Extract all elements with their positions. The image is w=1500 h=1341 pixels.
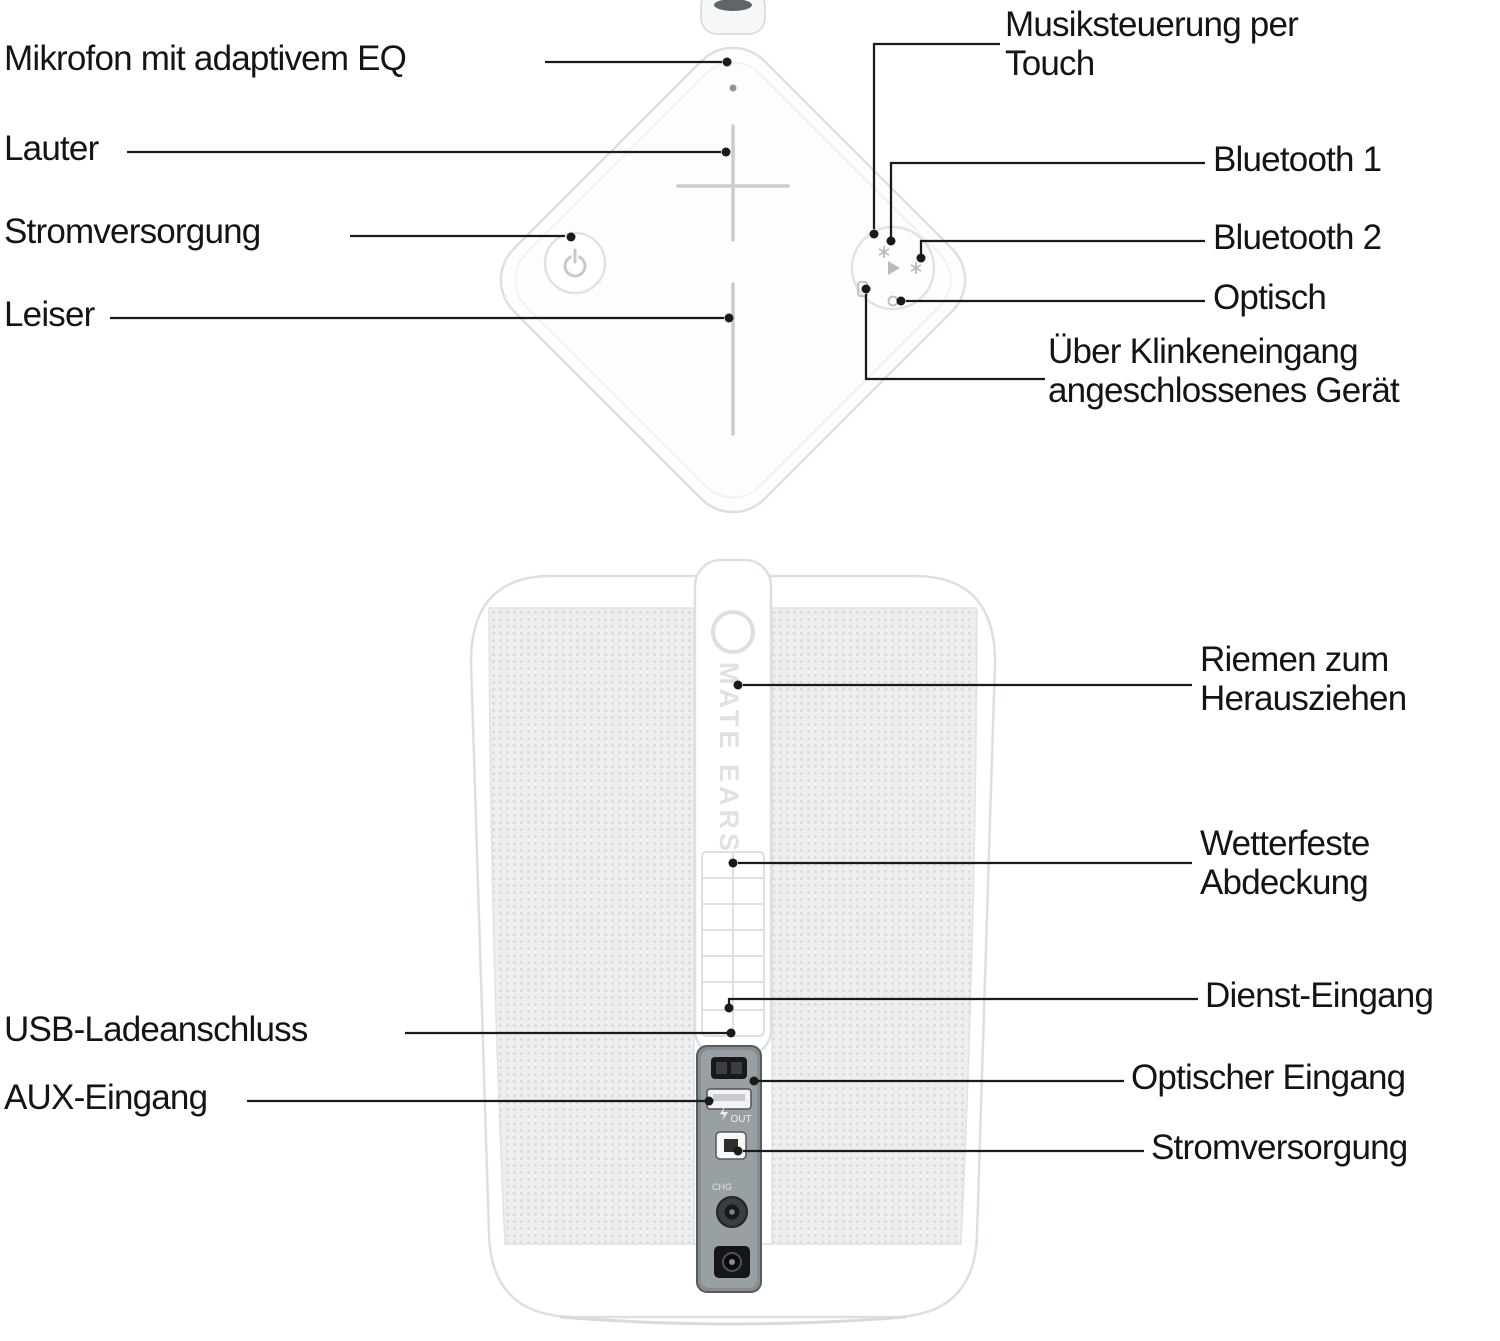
bluetooth1-icon [878, 246, 890, 258]
label-riemen: Riemen zum Herausziehen [1200, 640, 1407, 718]
label-usb: USB-Ladeanschluss [4, 1010, 308, 1049]
speaker-back-view: MATE EARS OUT [469, 558, 997, 1326]
label-leiser: Leiser [4, 295, 95, 334]
chg-label: CHG [712, 1182, 732, 1192]
label-optisch: Optisch [1213, 278, 1327, 317]
strap-loop [711, 610, 755, 654]
label-lauter: Lauter [4, 129, 99, 168]
callout-dots [566, 57, 926, 1156]
top-neck [700, 0, 766, 35]
bolt-icon [720, 1106, 728, 1121]
line-musiksteuerung [872, 42, 1000, 229]
top-neck-slot [714, 0, 752, 11]
volume-plus-minus-control [676, 124, 790, 436]
callout-lines [110, 42, 1205, 1153]
label-wetterfeste: Wetterfeste Abdeckung [1200, 824, 1370, 902]
line-klinke [864, 294, 1045, 381]
microphone-hole [729, 84, 737, 92]
line-bluetooth2 [919, 239, 1205, 254]
bluetooth2-icon [910, 262, 922, 274]
label-aux: AUX-Eingang [4, 1078, 208, 1117]
label-bluetooth1: Bluetooth 1 [1213, 140, 1382, 179]
label-mikrofon: Mikrofon mit adaptivem EQ [4, 39, 407, 78]
mesh-right [771, 607, 978, 1245]
line-bluetooth1 [889, 161, 1205, 237]
label-optischer-eingang: Optischer Eingang [1131, 1058, 1406, 1097]
port-compartment: OUT CHG [696, 1045, 762, 1293]
speaker-top-view [499, 0, 967, 514]
base-shadow [559, 1315, 907, 1326]
source-control-cluster [850, 225, 936, 311]
power-button [543, 231, 607, 295]
play-icon [888, 261, 900, 275]
label-bluetooth2: Bluetooth 2 [1213, 218, 1382, 257]
label-klinke: Über Klinkeneingang angeschlossenes Gerä… [1048, 332, 1400, 410]
diamond-bevel [514, 61, 952, 499]
spine-vertical-text: MATE EARS [714, 662, 744, 855]
label-stromversorgung-top: Stromversorgung [4, 212, 261, 251]
label-musiksteuerung: Musiksteuerung per Touch [1005, 5, 1299, 83]
label-dienst: Dienst-Eingang [1205, 976, 1434, 1015]
label-stromversorgung-bottom: Stromversorgung [1151, 1128, 1408, 1167]
usb-out-label: OUT [730, 1114, 751, 1125]
mesh-left [488, 607, 695, 1245]
line-dienst [727, 997, 1198, 1004]
